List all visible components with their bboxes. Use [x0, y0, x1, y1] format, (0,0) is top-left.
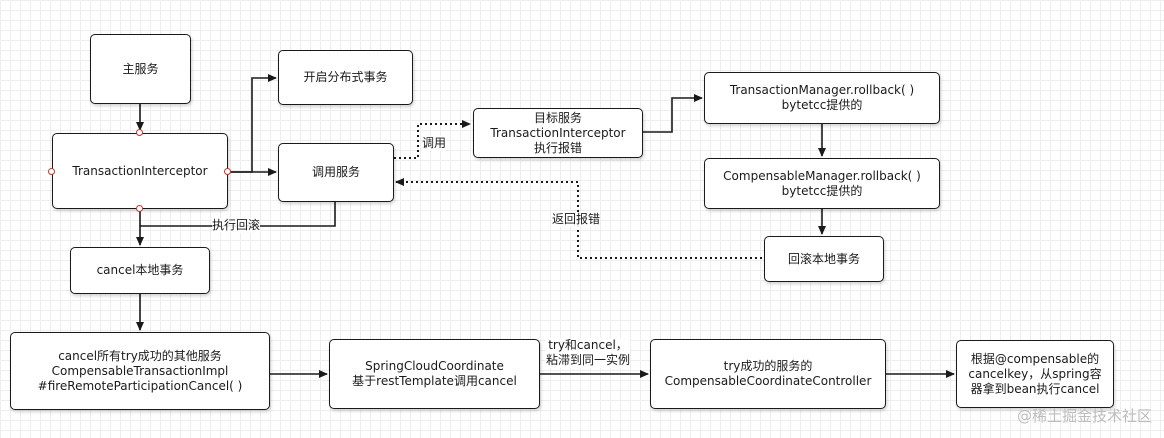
compensable-coordinate-controller-node[interactable]: try成功的服务的 CompensableCoordinateControlle… — [650, 339, 886, 409]
call-service-node[interactable]: 调用服务 — [278, 143, 394, 202]
start-distributed-tx-label: 开启分布式事务 — [303, 70, 388, 84]
edge-call-to-target — [394, 120, 471, 159]
rollback-local-tx-label: 回滚本地事务 — [787, 251, 860, 266]
execute-rollback-edge-label: 执行回滚 — [212, 218, 261, 233]
tx-manager-rollback-label: TransactionManager.rollback( ) bytetcc提供… — [729, 83, 915, 112]
tx-manager-rollback-node[interactable]: TransactionManager.rollback( ) bytetcc提供… — [704, 72, 940, 124]
watermark: @稀土掘金技术社区 — [1016, 407, 1152, 425]
interceptor-left-handle[interactable] — [48, 168, 55, 175]
spring-cloud-coordinate-label: SpringCloudCoordinate 基于restTemplate调用ca… — [352, 359, 517, 388]
compensable-coordinate-controller-label: try成功的服务的 CompensableCoordinateControlle… — [664, 359, 872, 388]
return-error-edge-label: 返回报错 — [552, 212, 601, 227]
main-service-node[interactable]: 主服务 — [90, 34, 191, 104]
cancel-by-key-node[interactable]: 根据@compensable的 cancelkey，从spring容 器拿到be… — [956, 340, 1114, 408]
cancel-by-key-label: 根据@compensable的 cancelkey，从spring容 器拿到be… — [968, 351, 1102, 396]
interceptor-top-handle[interactable] — [136, 129, 143, 136]
start-distributed-tx-node[interactable]: 开启分布式事务 — [278, 50, 413, 105]
invoke-edge-label: 调用 — [422, 136, 447, 151]
main-service-label: 主服务 — [122, 61, 159, 76]
spring-cloud-coordinate-node[interactable]: SpringCloudCoordinate 基于restTemplate调用ca… — [329, 339, 540, 409]
sticky-same-instance-edge-label: try和cancel， 粘滞到同一实例 — [546, 338, 631, 368]
transaction-interceptor-node[interactable]: TransactionInterceptor — [52, 133, 228, 209]
cancel-other-services-node[interactable]: cancel所有try成功的其他服务 CompensableTransactio… — [10, 332, 270, 410]
compensable-manager-rollback-node[interactable]: CompensableManager.rollback( ) bytetcc提供… — [704, 158, 940, 209]
call-service-label: 调用服务 — [311, 165, 360, 179]
target-service-label: 目标服务 TransactionInterceptor 执行报错 — [490, 110, 626, 155]
compensable-manager-rollback-label: CompensableManager.rollback( ) bytetcc提供… — [723, 168, 921, 198]
interceptor-bottom-handle[interactable] — [136, 205, 143, 212]
cancel-other-services-label: cancel所有try成功的其他服务 CompensableTransactio… — [37, 348, 243, 393]
cancel-local-tx-node[interactable]: cancel本地事务 — [70, 247, 210, 294]
edge-target-to-txmanager — [643, 94, 703, 133]
edge-interceptor-to-start-tx — [228, 74, 277, 173]
interceptor-right-handle[interactable] — [224, 168, 231, 175]
target-service-node[interactable]: 目标服务 TransactionInterceptor 执行报错 — [473, 108, 643, 158]
transaction-interceptor-label: TransactionInterceptor — [72, 163, 208, 178]
cancel-local-tx-label: cancel本地事务 — [96, 263, 184, 277]
rollback-local-tx-node[interactable]: 回滚本地事务 — [764, 236, 884, 282]
